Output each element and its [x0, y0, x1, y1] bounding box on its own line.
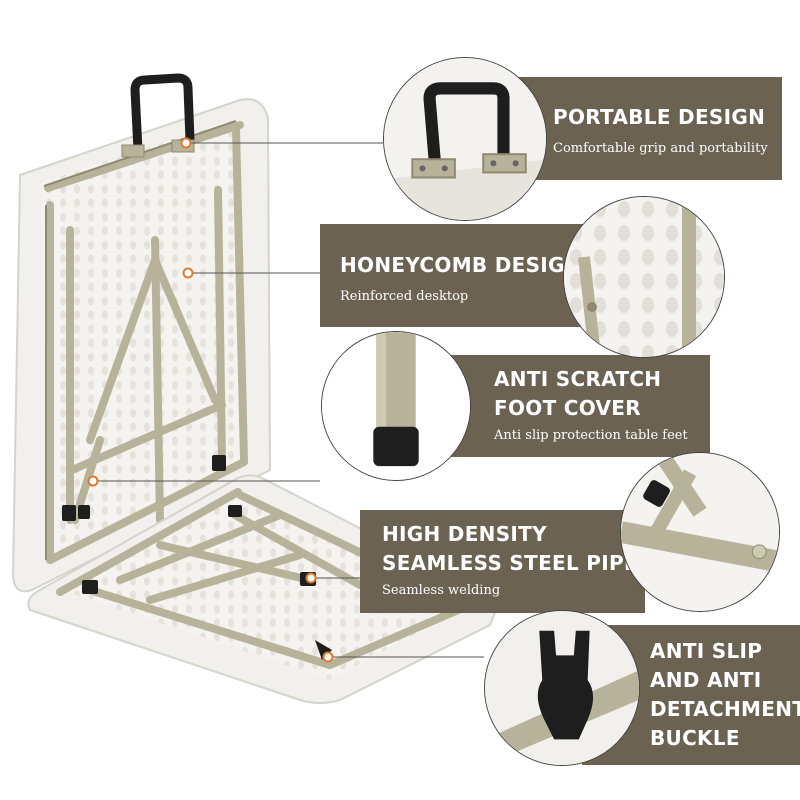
detail-circle-steel	[620, 452, 780, 612]
upper-table-half	[11, 73, 272, 593]
detail-circle-buckle	[484, 610, 640, 766]
buckle-icon	[485, 611, 639, 765]
detail-circle-honeycomb	[563, 196, 725, 358]
honeycomb-texture-icon	[564, 197, 724, 357]
callout-lines	[93, 142, 484, 658]
feature-panel-steel: HIGH DENSITY SEAMLESS STEEL PIPE Seamles…	[360, 510, 645, 613]
lower-table-half	[27, 474, 502, 704]
feature-title: PORTABLE DESIGN	[553, 105, 766, 129]
steel-pipe-icon	[621, 453, 779, 611]
handle-icon	[384, 58, 546, 220]
feature-title: AND ANTI	[650, 668, 762, 692]
feature-subtitle: Seamless welding	[382, 583, 501, 598]
foot-cap-icon	[322, 332, 470, 480]
feature-title: ANTI SCRATCH	[494, 367, 662, 391]
detail-circle-foot	[321, 331, 471, 481]
feature-title: HONEYCOMB DESIGN	[340, 253, 582, 277]
feature-subtitle: Comfortable grip and portability	[553, 141, 768, 156]
feature-title: DETACHMENT	[650, 697, 800, 721]
feature-title: HIGH DENSITY	[382, 522, 547, 546]
feature-subtitle: Anti slip protection table feet	[494, 428, 688, 443]
feature-title: SEAMLESS STEEL PIPE	[382, 551, 638, 575]
feature-title: BUCKLE	[650, 726, 740, 750]
detail-circle-handle	[383, 57, 547, 221]
feature-subtitle: Reinforced desktop	[340, 289, 469, 304]
callout-markers	[87, 137, 334, 663]
feature-title: ANTI SLIP	[650, 639, 763, 663]
feature-title: FOOT COVER	[494, 396, 641, 420]
